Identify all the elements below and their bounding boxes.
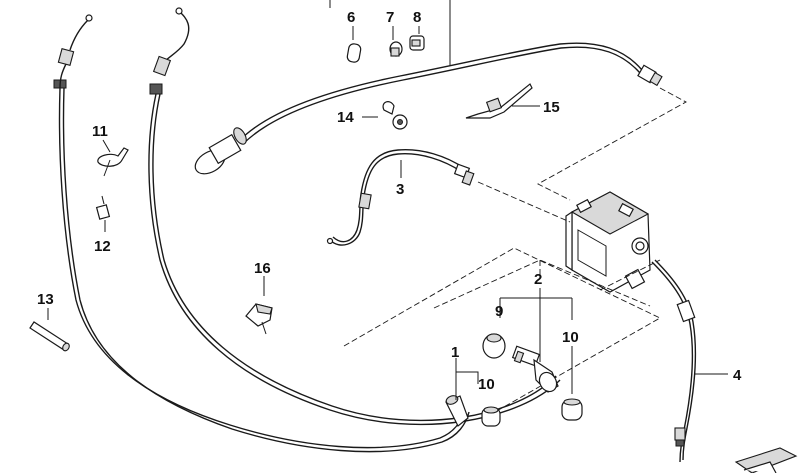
part-9-cap — [482, 333, 506, 359]
part-6-8-group — [329, 0, 451, 66]
cable-left-inner — [148, 7, 561, 426]
callout-6: 6 — [347, 9, 355, 26]
callout-4: 4 — [733, 367, 742, 384]
callout-3: 3 — [396, 181, 404, 198]
cable-left-outer — [53, 14, 470, 453]
grommet — [194, 127, 247, 175]
corner-arrow-icon — [734, 447, 798, 473]
part-12 — [95, 195, 111, 232]
leader-lines — [400, 160, 728, 400]
cable-4 — [651, 259, 697, 463]
callout-8: 8 — [413, 9, 421, 26]
part-1-connector — [445, 395, 469, 427]
callout-10-right: 10 — [562, 329, 579, 346]
part-15 — [465, 83, 540, 119]
callout-11: 11 — [92, 123, 108, 140]
part-2-plug — [511, 345, 559, 393]
callout-labels: 6 7 8 14 15 11 12 3 16 13 2 9 10 1 10 4 — [37, 9, 742, 393]
cable-3 — [326, 148, 475, 246]
callout-1: 1 — [451, 344, 459, 361]
control-unit — [565, 191, 651, 293]
callout-16: 16 — [254, 260, 271, 277]
callout-10-lower: 10 — [478, 376, 495, 393]
callout-14: 14 — [337, 109, 354, 126]
part-11 — [97, 139, 129, 177]
callout-15: 15 — [543, 99, 560, 116]
part-10-cap-lower — [481, 406, 501, 427]
callout-7: 7 — [386, 9, 394, 26]
callout-13: 13 — [37, 291, 54, 308]
cable-upper — [239, 42, 663, 145]
part-13 — [29, 308, 70, 352]
part-14 — [362, 101, 408, 130]
callout-12: 12 — [94, 238, 111, 255]
callout-2: 2 — [534, 271, 542, 288]
part-10-cap-right — [561, 398, 583, 421]
callout-9: 9 — [495, 303, 503, 320]
part-16 — [245, 276, 273, 335]
dashed-guides — [343, 87, 687, 417]
